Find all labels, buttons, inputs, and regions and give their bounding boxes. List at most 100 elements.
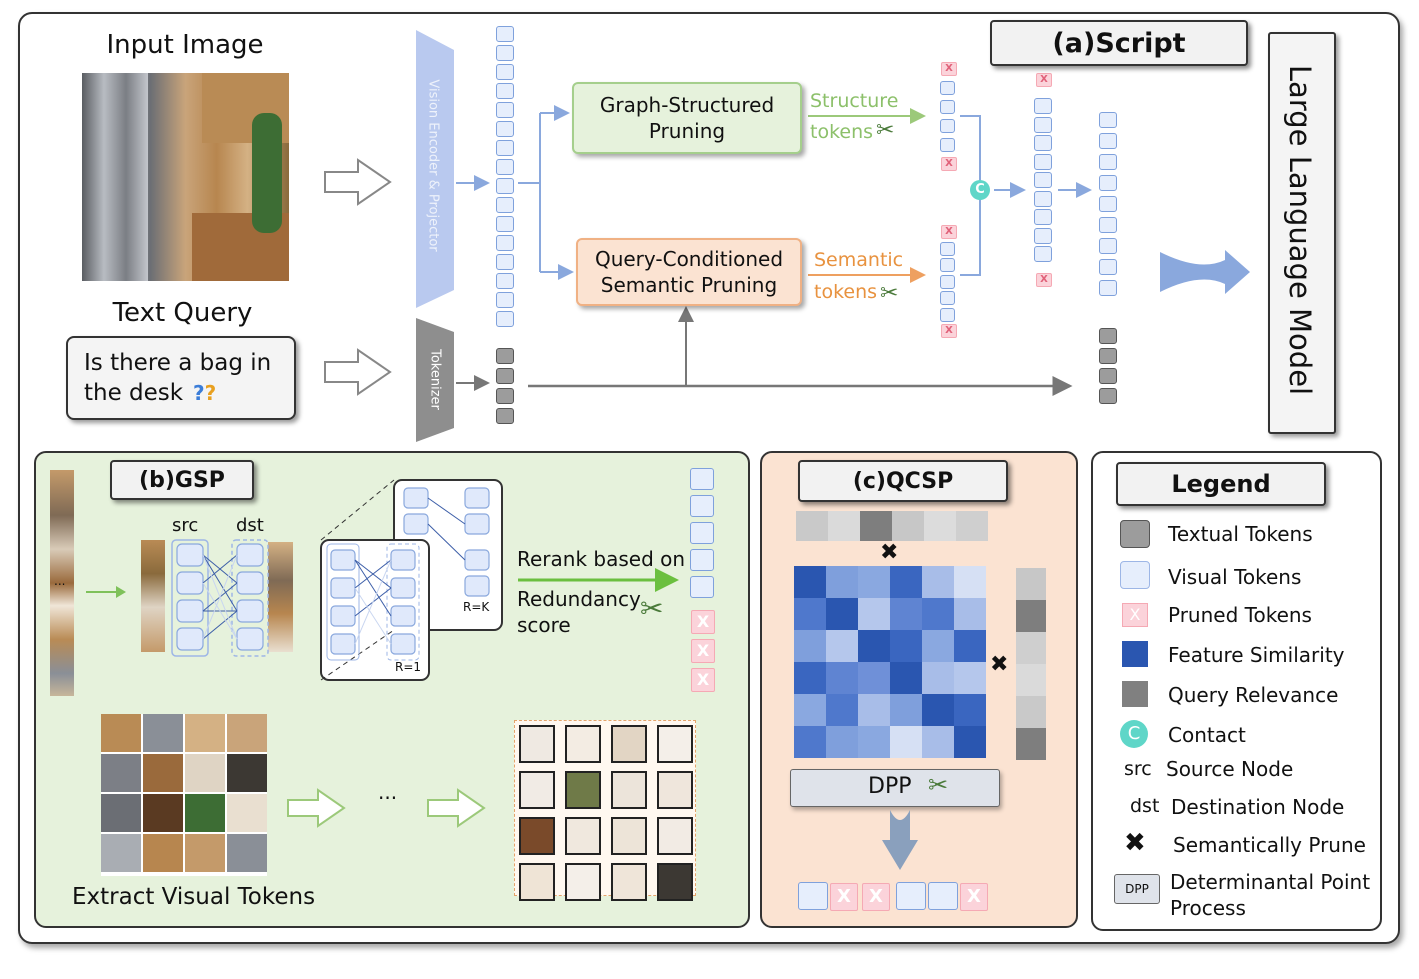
similarity-cell: [858, 630, 890, 662]
visual-token: [940, 119, 955, 133]
visual-token: [496, 26, 514, 42]
pruned-token: X: [691, 668, 715, 692]
legend-prune-label: Semantically Prune: [1173, 833, 1366, 857]
visual-token: [690, 495, 714, 517]
visual-token: [1034, 246, 1052, 262]
multiply-icon: ✖: [990, 652, 1009, 677]
similarity-cell: [922, 694, 954, 726]
legend-title: Legend: [1116, 462, 1326, 506]
query-box: [66, 336, 296, 420]
visual-token: [1099, 217, 1117, 233]
legend-contact-icon: C: [1120, 720, 1148, 748]
visual-token: [1099, 238, 1117, 254]
similarity-cell: [890, 662, 922, 694]
similarity-cell: [858, 694, 890, 726]
visual-token: [496, 273, 514, 289]
relevance-cell: [1016, 664, 1046, 696]
legend-textual-label: Textual Tokens: [1168, 522, 1313, 546]
visual-token: [1034, 153, 1052, 170]
question-icon: ??: [193, 381, 217, 405]
similarity-cell: [826, 726, 858, 758]
legend-dst-label: Destination Node: [1171, 795, 1345, 819]
visual-token: [940, 291, 955, 305]
pruned-token: X: [941, 62, 957, 76]
similarity-cell: [890, 694, 922, 726]
gsp-box-line2: Pruning: [648, 119, 726, 143]
legend-pruned-swatch: X: [1122, 603, 1148, 627]
textual-token: [496, 368, 514, 384]
text-query-title: Text Query: [112, 298, 253, 328]
visual-token: [1034, 135, 1052, 151]
visual-token: [496, 140, 514, 156]
visual-token: [1099, 175, 1117, 191]
visual-token: [1034, 172, 1052, 188]
image-patch-strip: [50, 470, 74, 696]
visual-token: [940, 241, 955, 256]
legend-relevance-label: Query Relevance: [1168, 683, 1339, 707]
visual-token: [1099, 280, 1117, 296]
similarity-cell: [794, 566, 826, 598]
visual-token: [940, 258, 955, 272]
visual-token: [690, 468, 714, 490]
visual-token: [1099, 154, 1117, 170]
textual-token: [1099, 348, 1117, 364]
visual-token: [496, 102, 514, 118]
similarity-cell: [922, 598, 954, 630]
pruned-token: X: [691, 610, 715, 634]
rerank-line2: Redundancy: [517, 587, 641, 611]
rerank-line1: Rerank based on: [517, 547, 686, 571]
extract-image-grid: [101, 714, 267, 876]
similarity-cell: [922, 566, 954, 598]
visual-token: [690, 549, 714, 571]
extract-label: Extract Visual Tokens: [72, 884, 316, 910]
visual-token: [1099, 259, 1117, 275]
dst-label: dst: [236, 515, 264, 536]
visual-token: [496, 235, 514, 251]
similarity-cell: [794, 662, 826, 694]
relevance-cell: [828, 511, 860, 541]
visual-token: [1034, 209, 1052, 225]
pruned-token: X: [941, 324, 957, 338]
semantic-label-2: tokens: [814, 281, 878, 303]
legend-textual-swatch: [1120, 520, 1150, 548]
input-image-title: Input Image: [106, 30, 264, 60]
gsp-graph-drawing: [171, 479, 679, 828]
similarity-cell: [954, 662, 986, 694]
legend-similarity-label: Feature Similarity: [1168, 643, 1345, 667]
similarity-cell: [954, 694, 986, 726]
similarity-cell: [826, 598, 858, 630]
similarity-cell: [858, 726, 890, 758]
visual-token: [896, 882, 926, 910]
legend-prune-icon: ✖: [1124, 828, 1146, 858]
structure-label-1: Structure: [810, 90, 899, 112]
similarity-cell: [890, 598, 922, 630]
visual-token: [928, 882, 958, 910]
scissors-icon: ✂: [880, 281, 899, 306]
visual-token: [940, 138, 955, 152]
visual-token: [1034, 98, 1052, 114]
visual-token: [940, 100, 955, 114]
visual-token: [496, 216, 514, 232]
hollow-arrow-icon: [324, 348, 392, 396]
visual-token: [1034, 190, 1052, 207]
similarity-cell: [858, 598, 890, 630]
similarity-cell: [890, 726, 922, 758]
pruned-token: X: [1036, 273, 1052, 287]
visual-token: [940, 274, 955, 289]
pruned-token: X: [862, 883, 890, 911]
similarity-cell: [954, 630, 986, 662]
dst-patches: [268, 542, 293, 652]
r1-label: R=1: [395, 660, 422, 674]
semantic-label-1: Semantic: [814, 249, 904, 271]
similarity-cell: [794, 694, 826, 726]
scissors-icon: ✂: [640, 592, 664, 625]
visual-token: [690, 576, 714, 598]
pruned-token: X: [1036, 73, 1052, 87]
visual-token: [1099, 133, 1117, 149]
similarity-cell: [858, 566, 890, 598]
visual-token: [940, 81, 955, 95]
visual-token: [496, 45, 514, 61]
outer-frame: [18, 12, 1400, 944]
pruned-token: X: [691, 639, 715, 663]
